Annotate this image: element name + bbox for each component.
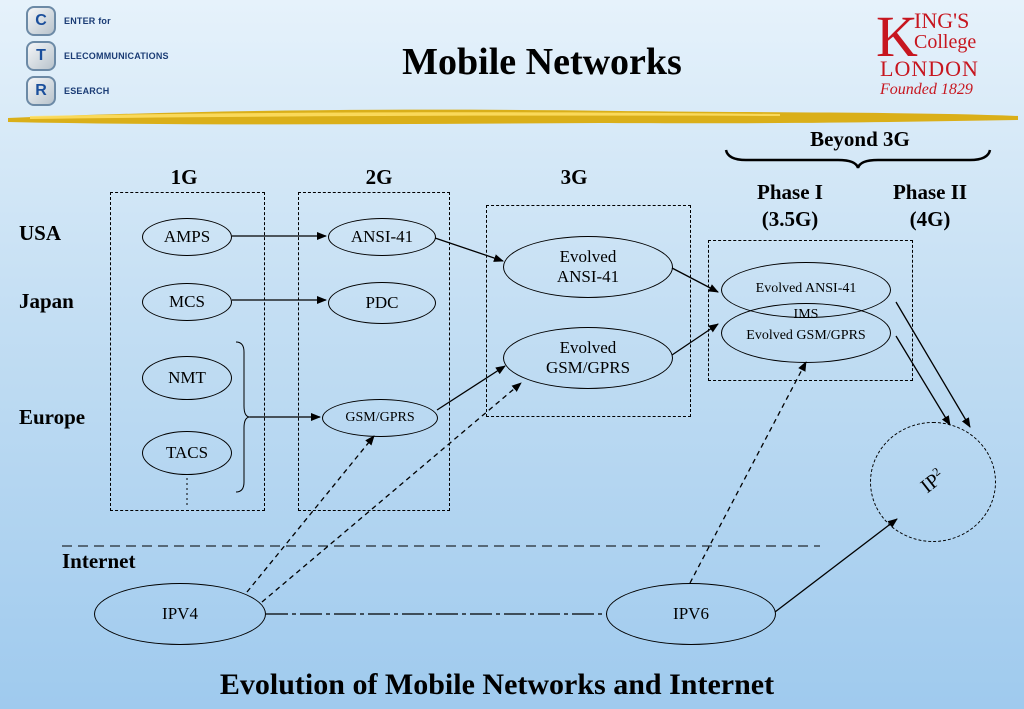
arrow-ansi41-to-evolved <box>434 237 504 262</box>
node-phase1-evolved-gsm: Evolved GSM/GPRS <box>721 303 891 363</box>
node-ansi41: ANSI-41 <box>328 218 436 256</box>
group-box-2g <box>298 192 450 511</box>
arrow-phase1-ansi41-to-ip2 <box>895 301 971 428</box>
node-mcs: MCS <box>142 283 232 321</box>
header-1g: 1G <box>170 165 198 189</box>
ctr-badge-c: C <box>26 6 56 36</box>
ctr-text-line-3: ESEARCH <box>64 86 110 96</box>
ctr-badge-r: R <box>26 76 56 106</box>
node-ipv6-label: IPV6 <box>673 604 709 624</box>
node-phase1-evolved-ansi41-label: Evolved ANSI-41 <box>755 281 857 296</box>
ctr-text-line-1: ENTER for <box>64 16 111 26</box>
kcl-logo-kings: ING'S <box>914 8 970 33</box>
ctr-logo-row-r: R ESEARCH <box>26 76 109 106</box>
node-evolved-ansi41-line-2: ANSI-41 <box>556 267 620 286</box>
page-title: Mobile Networks <box>402 41 682 83</box>
region-usa: USA <box>19 221 62 245</box>
group-box-3g <box>486 205 691 417</box>
arrow-evolved-gsm-to-phase1 <box>671 323 719 356</box>
label-ims: IMS <box>793 307 819 322</box>
group-box-phase-1 <box>708 240 913 381</box>
kcl-logo: K ING'S College LONDON Founded 1829 <box>876 8 1008 100</box>
node-amps-label: AMPS <box>163 227 211 247</box>
region-japan: Japan <box>19 289 74 313</box>
kcl-logo-college: College <box>914 31 977 53</box>
node-gsm-gprs-label: GSM/GPRS <box>345 409 415 425</box>
kcl-logo-london: LONDON <box>880 56 979 81</box>
region-europe: Europe <box>19 405 86 429</box>
node-amps: AMPS <box>142 218 232 256</box>
node-mcs-label: MCS <box>169 292 205 312</box>
node-tacs: TACS <box>142 431 232 475</box>
node-ip2-label: IP2 <box>916 465 949 498</box>
europe-brace <box>235 341 251 493</box>
node-phase1-evolved-gsm-label: Evolved GSM/GPRS <box>746 328 866 343</box>
node-gsm-gprs: GSM/GPRS <box>322 399 438 437</box>
beyond-3g-brace <box>724 149 992 169</box>
arrow-gsm-to-evolved <box>436 365 506 411</box>
node-ipv4-label: IPV4 <box>162 604 198 624</box>
node-ipv6: IPV6 <box>606 583 776 645</box>
node-ansi41-label: ANSI-41 <box>350 227 414 247</box>
node-evolved-ansi41: Evolved ANSI-41 <box>503 236 673 298</box>
node-evolved-gsm-line-1: Evolved <box>559 338 617 358</box>
ctr-badge-t: T <box>26 41 56 71</box>
header-phase-2-sub: (4G) <box>909 207 951 231</box>
arrow-ipv6-to-phase1 <box>689 361 807 584</box>
arrow-ipv6-to-ip2 <box>774 518 898 613</box>
node-pdc: PDC <box>328 282 436 324</box>
node-evolved-ansi41-line-1: Evolved <box>559 247 617 267</box>
ctr-text-line-2: ELECOMMUNICATIONS <box>64 51 169 61</box>
header-2g: 2G <box>365 165 393 189</box>
group-box-1g <box>110 192 265 511</box>
node-nmt: NMT <box>142 356 232 400</box>
page-subtitle: Evolution of Mobile Networks and Interne… <box>219 668 775 701</box>
kcl-logo-founded: Founded 1829 <box>880 81 973 98</box>
header-beyond-3g: Beyond 3G <box>810 127 910 151</box>
arrow-ipv4-to-evolved-gsm <box>261 382 522 603</box>
node-nmt-label: NMT <box>168 368 206 388</box>
kcl-logo-k: K <box>876 4 918 69</box>
header-phase-1: Phase I <box>757 180 823 204</box>
node-evolved-gsm-line-2: GSM/GPRS <box>545 358 631 377</box>
arrow-evolved-ansi41-to-phase1 <box>671 267 719 293</box>
region-internet: Internet <box>62 549 136 573</box>
header-phase-1-sub: (3.5G) <box>761 207 819 231</box>
arrow-ipv4-to-gsm <box>246 435 375 593</box>
header-3g: 3G <box>560 165 588 189</box>
node-ip2: IP2 <box>870 422 996 542</box>
header-phase-2: Phase II <box>892 180 968 204</box>
node-tacs-label: TACS <box>165 443 209 463</box>
node-evolved-gsm-gprs: Evolved GSM/GPRS <box>503 327 673 389</box>
node-pdc-label: PDC <box>365 293 399 313</box>
header-stripe <box>8 109 1018 125</box>
ctr-logo-row-c: C ENTER for <box>26 6 111 36</box>
node-ipv4: IPV4 <box>94 583 266 645</box>
arrow-phase1-gsm-to-ip2 <box>895 335 951 426</box>
ctr-logo-row-t: T ELECOMMUNICATIONS <box>26 41 169 71</box>
